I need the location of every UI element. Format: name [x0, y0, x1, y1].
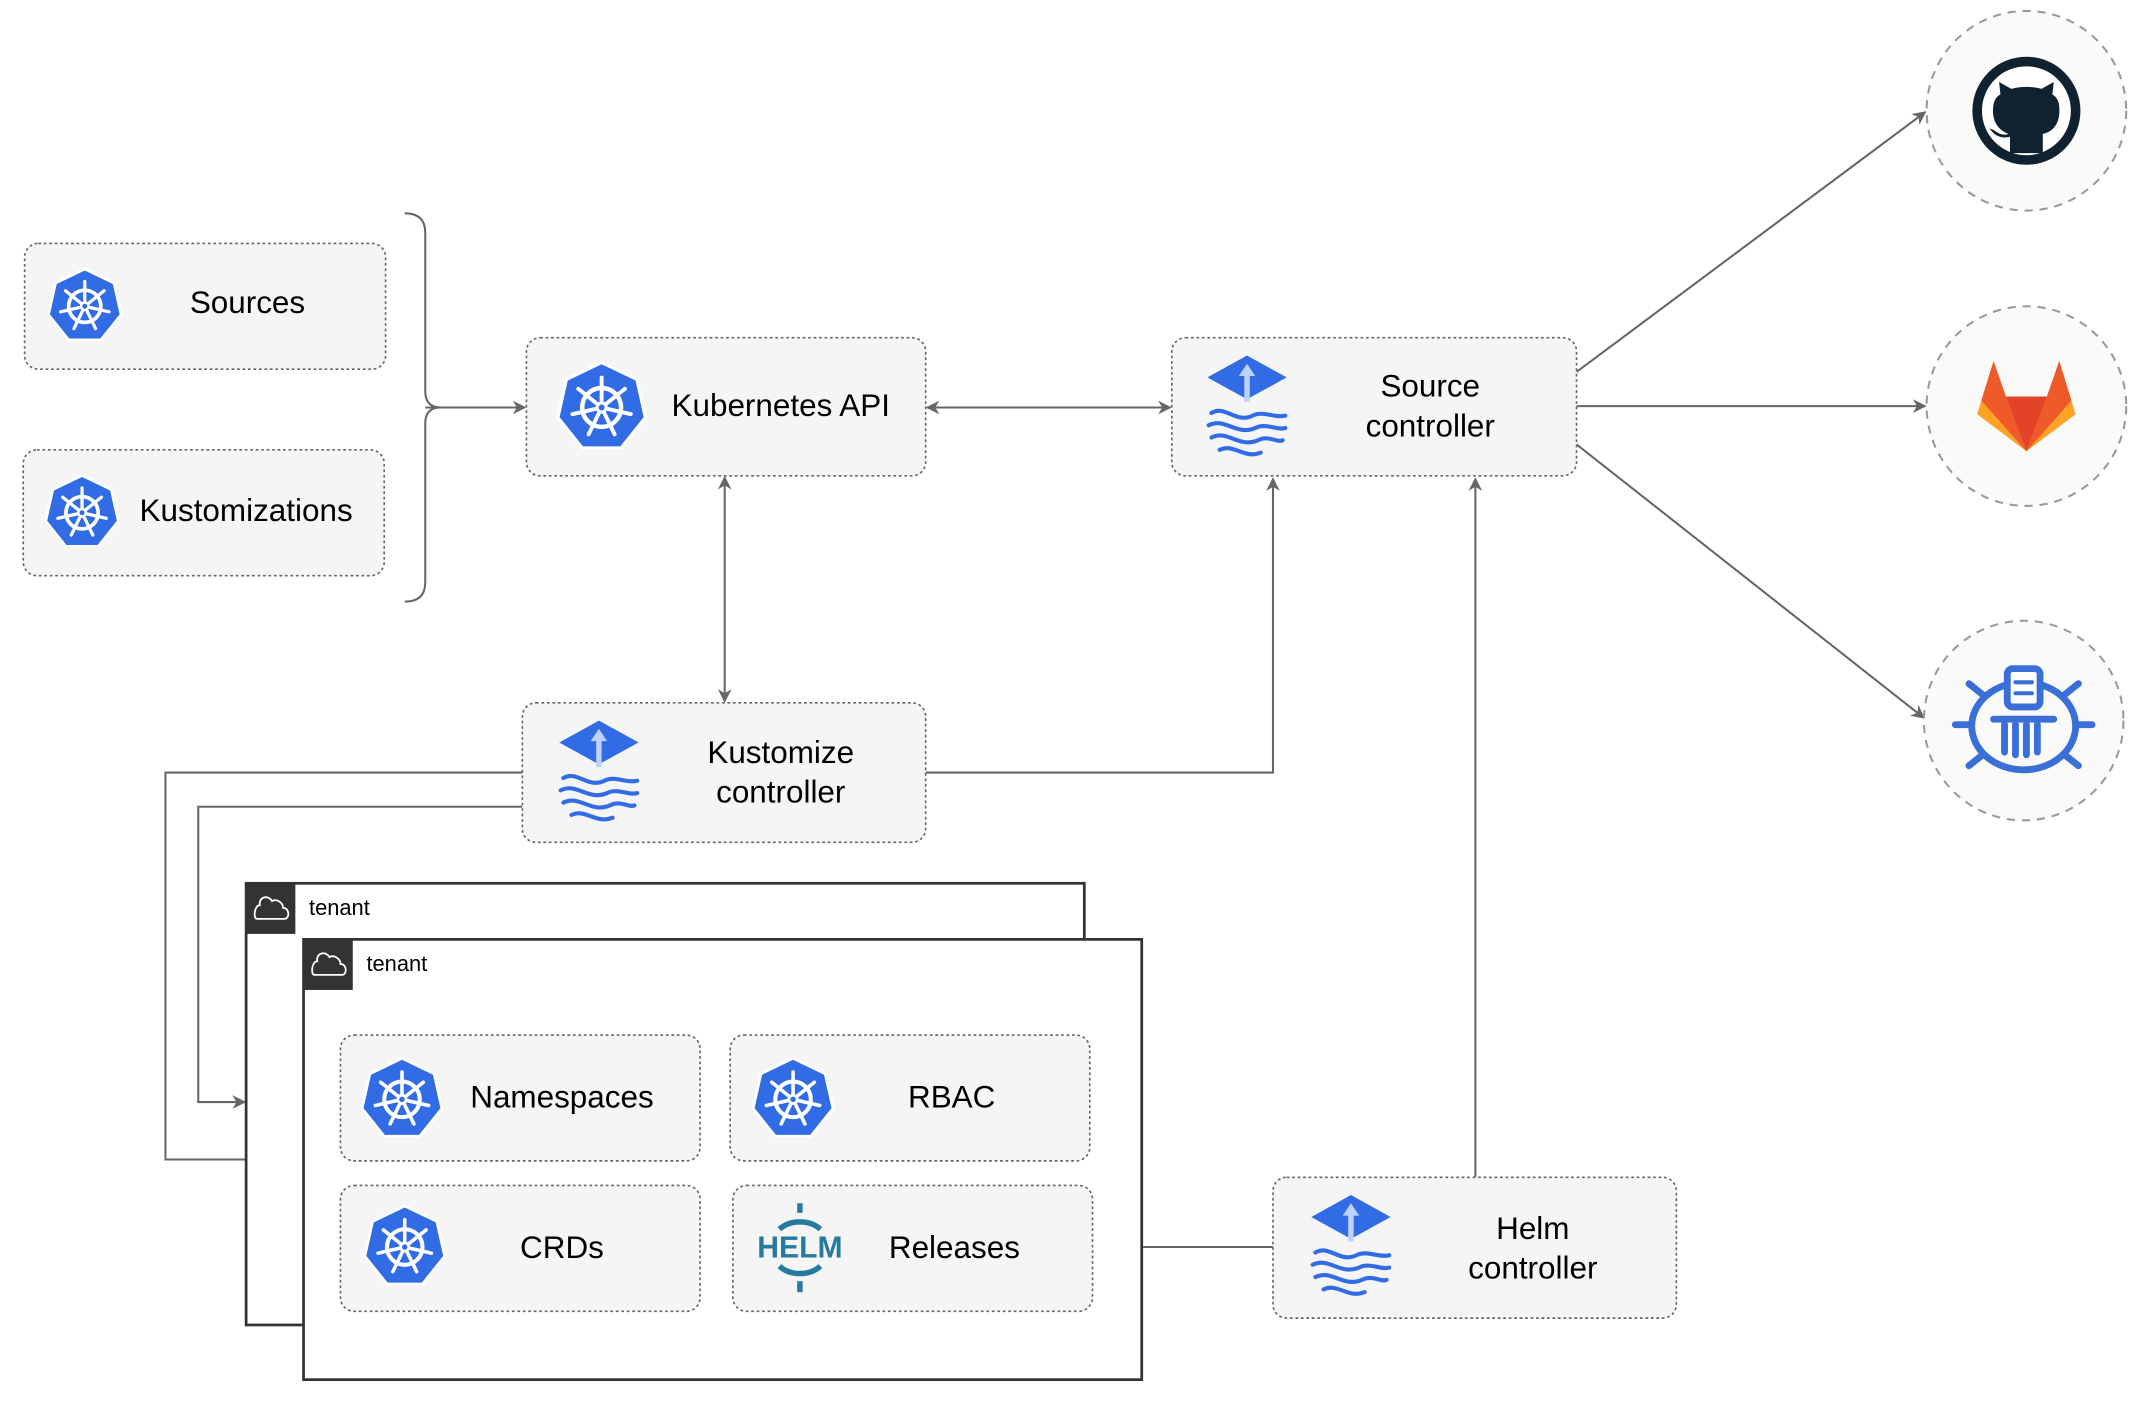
edge-source-to-bucket — [1575, 443, 1925, 719]
helm-controller-node[interactable]: Helm controller — [1272, 1176, 1678, 1319]
edge-kustomize-to-tenant-back — [197, 805, 523, 1109]
sources-label: Sources — [190, 285, 305, 320]
kustomizations-label: Kustomizations — [140, 493, 353, 528]
edge-source-to-github — [1575, 111, 1927, 373]
tenant-label: tenant — [366, 951, 427, 976]
edge-kustomize-to-tenant-front — [164, 771, 523, 1167]
source-controller-label-line1: Source — [1380, 369, 1480, 404]
rbac-label: RBAC — [908, 1080, 995, 1115]
helm-controller-label-line1: Helm — [1496, 1211, 1569, 1246]
releases-label: Releases — [889, 1230, 1020, 1265]
kubernetes-api-node[interactable]: Kubernetes API — [525, 336, 927, 477]
source-controller-node[interactable]: Source controller — [1170, 336, 1578, 477]
helm-logo-text: HELM — [757, 1232, 842, 1265]
gitlab-icon — [1977, 360, 2076, 452]
tenant-header-block — [303, 939, 353, 990]
helm-icon: HELM — [757, 1203, 843, 1293]
bucket-icon — [1951, 665, 2096, 774]
sources-node[interactable]: Sources — [23, 242, 387, 371]
gitlab-node[interactable] — [1925, 305, 2128, 507]
bucket-node[interactable] — [1922, 619, 2125, 822]
cloud-icon — [311, 952, 347, 976]
kustomize-controller-label-line2: controller — [716, 775, 845, 810]
namespaces-node[interactable]: Namespaces — [339, 1034, 701, 1162]
source-controller-label-line2: controller — [1366, 408, 1495, 443]
rbac-node[interactable]: RBAC — [729, 1034, 1091, 1162]
tenant-front[interactable]: tenant Namespaces RBAC CRDs HELM Release… — [302, 937, 1144, 1382]
helm-controller-label-line2: controller — [1468, 1251, 1597, 1286]
kustomize-controller-node[interactable]: Kustomize controller — [521, 701, 927, 844]
kustomizations-node[interactable]: Kustomizations — [22, 449, 386, 577]
github-icon — [1972, 56, 2081, 165]
kubernetes-api-label: Kubernetes API — [672, 388, 890, 423]
input-brace — [404, 212, 441, 603]
edge-kustomize-to-source — [925, 477, 1280, 774]
releases-node[interactable]: HELM Releases — [732, 1184, 1094, 1313]
cloud-icon — [253, 896, 290, 920]
crds-node[interactable]: CRDs — [339, 1184, 701, 1313]
tenant-header-block — [246, 883, 296, 934]
crds-label: CRDs — [520, 1230, 604, 1265]
github-node[interactable] — [1925, 9, 2128, 212]
namespaces-label: Namespaces — [470, 1080, 653, 1115]
tenant-label: tenant — [309, 895, 370, 920]
kustomize-controller-label-line1: Kustomize — [707, 735, 854, 770]
